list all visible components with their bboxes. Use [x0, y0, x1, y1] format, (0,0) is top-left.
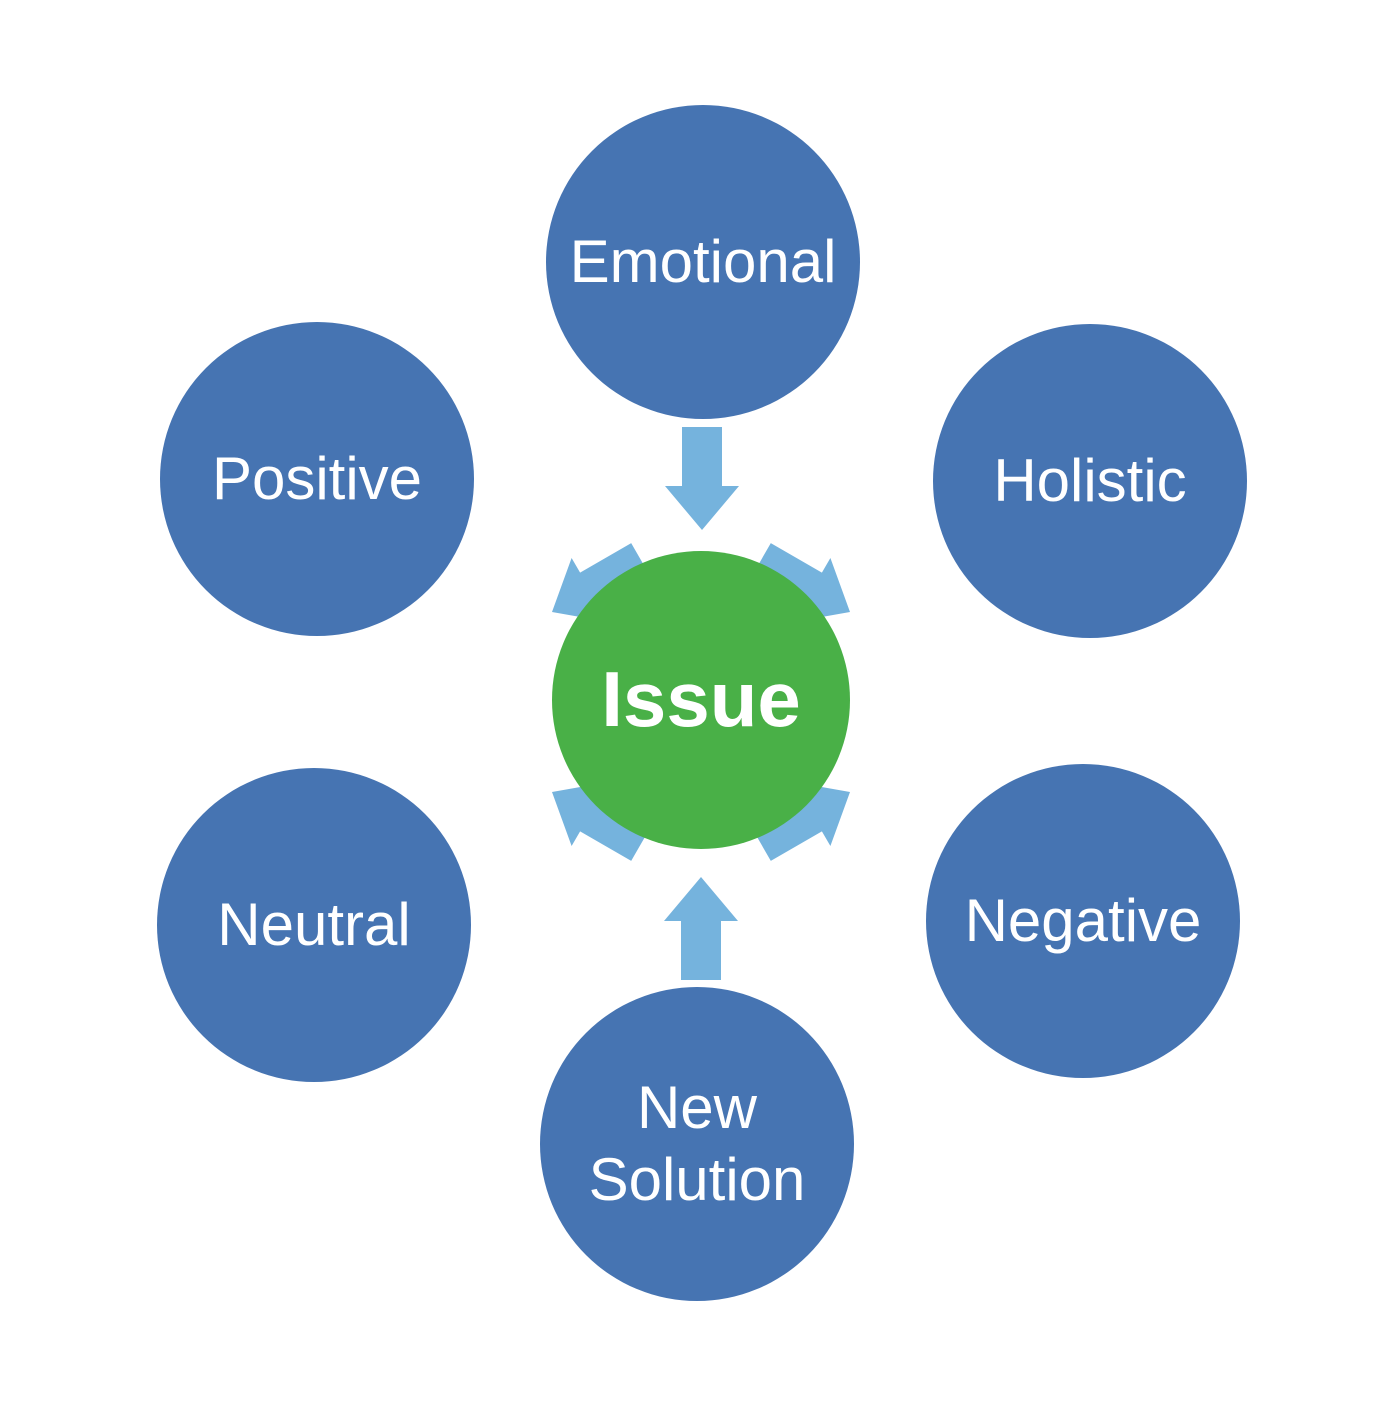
node-issue-label: Issue — [601, 655, 801, 744]
arrow-solution-to-issue — [664, 877, 738, 980]
node-issue-center: Issue — [552, 551, 850, 849]
node-negative-label: Negative — [964, 887, 1202, 954]
arrow-positive-to-issue — [552, 543, 652, 623]
arrow-holistic-to-issue — [750, 543, 850, 623]
node-neutral-label: Neutral — [217, 891, 411, 958]
node-new-solution: New Solution — [540, 987, 854, 1301]
node-emotional-label: Emotional — [569, 228, 837, 295]
node-neutral: Neutral — [157, 768, 471, 1082]
node-emotional: Emotional — [546, 105, 860, 419]
node-holistic-label: Holistic — [993, 447, 1187, 514]
arrow-neutral-to-issue — [552, 781, 652, 861]
node-positive: Positive — [160, 322, 474, 636]
arrow-negative-to-issue — [750, 781, 850, 861]
arrow-emotional-to-issue — [665, 427, 739, 530]
node-holistic: Holistic — [933, 324, 1247, 638]
node-negative: Negative — [926, 764, 1240, 1078]
node-positive-label: Positive — [211, 445, 423, 512]
node-new-solution-label: New Solution — [588, 1074, 806, 1213]
